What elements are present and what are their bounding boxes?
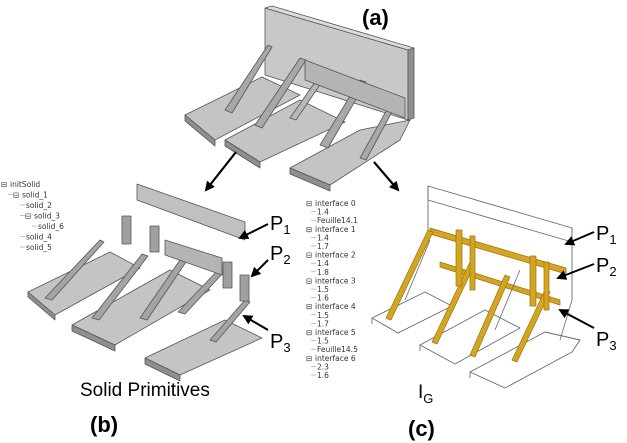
wire-mid-plate [419,309,521,365]
callout-c-p3: P3 [596,329,617,353]
solid-tree-view: ⊟initSolid⊟solid_1solid_2⊟solid_3solid_6… [1,180,64,252]
tree-node-label[interactable]: solid_4 [26,233,52,242]
callout-b-p3: P3 [270,331,291,355]
panel-label-c: (c) [408,416,435,441]
arrow-a-to-c [373,161,400,192]
primitive-block-1 [121,215,132,245]
callout-b-p2-arrow [250,259,269,278]
tree-node-label[interactable]: interface 0 [315,199,356,208]
tree-node-label[interactable]: 1.5 [317,311,329,320]
tree-node-label[interactable]: interface 4 [315,302,356,311]
tree-node-label[interactable]: 1.8 [317,268,329,277]
primitive-rib-2 [91,253,149,321]
tree-node-label[interactable]: solid_6 [38,222,64,231]
primitive-cross-wall [164,239,223,276]
tree-toggle-icon[interactable]: ⊟ [306,354,312,363]
tree-toggle-icon[interactable]: ⊟ [306,225,312,234]
tree-node-label[interactable]: solid_1 [22,191,48,200]
tree-node-label[interactable]: interface 2 [315,251,356,260]
tree-node-label[interactable]: 1.7 [317,242,329,251]
tree-node-label[interactable]: 1.7 [317,319,329,328]
tree-node-label[interactable]: interface 5 [315,328,356,337]
tree-node-label[interactable]: 1.5 [317,285,329,294]
tree-node-label[interactable]: 1.5 [317,337,329,346]
primitive-block-3 [222,261,233,289]
tree-node-label[interactable]: 1.4 [317,259,329,268]
tree-node-label[interactable]: Feuille14.1 [317,216,358,225]
callout-c-p1: P1 [596,223,617,247]
interface-post-3 [529,255,537,307]
tree-toggle-icon[interactable]: ⊟ [306,328,312,337]
panel-label-b: (b) [90,412,118,437]
arrow-a-to-b [204,151,237,192]
caption-interface-graph: IG [418,382,433,406]
tree-node-label[interactable]: Feuille14.5 [317,345,358,354]
tree-toggle-icon[interactable]: ⊟ [13,191,19,200]
primitive-back-wall [136,183,246,241]
back-wall-side [407,47,415,121]
callout-b-p1-arrow [238,223,269,239]
base-left-side [184,114,216,147]
tree-node-label[interactable]: initSolid [10,180,40,189]
tree-toggle-icon[interactable]: ⊟ [306,276,312,285]
tree-node-label[interactable]: 1.6 [317,371,329,380]
tree-node-label[interactable]: solid_5 [26,243,52,252]
tree-node-label[interactable]: interface 1 [315,225,356,234]
primitive-block-4 [239,274,250,302]
primitive-right-plate-side [144,357,181,382]
caption-solid-primitives: Solid Primitives [80,380,210,401]
callout-b-p3-arrow [242,314,269,331]
solid-primitives-b [27,183,263,382]
interface-rib-3 [469,274,511,358]
callout-c-p2-arrow [556,263,595,280]
tree-node-label[interactable]: 2.3 [317,362,329,371]
primitive-block-2 [149,225,160,253]
tree-node-label[interactable]: 1.6 [317,294,329,303]
primitive-rib-1 [44,239,105,301]
callout-c-p2: P2 [596,255,617,279]
interface-rib-4 [511,289,551,363]
assembled-part-a [184,5,415,192]
interface-rib-1 [385,229,434,321]
tree-node-label[interactable]: 1.4 [317,208,329,217]
tree-node-label[interactable]: interface 6 [315,354,356,363]
tree-toggle-icon[interactable]: ⊟ [306,302,312,311]
tree-toggle-icon[interactable]: ⊟ [25,212,31,221]
cross-wall [304,59,406,119]
rib-1 [224,44,273,114]
interface-post-2 [469,235,476,291]
interface-post-4 [543,261,550,311]
callout-c-p1-arrow [564,231,595,246]
tree-node-label[interactable]: solid_3 [34,212,60,221]
callout-b-p1: P1 [270,213,291,237]
interface-post-1 [455,229,463,287]
tree-node-label[interactable]: interface 3 [315,276,356,285]
primitive-left-plate-side [27,291,56,321]
panel-label-a: (a) [362,5,389,30]
tree-toggle-icon[interactable]: ⊟ [306,251,312,260]
wire-right-plate [469,331,581,389]
callout-b-p2: P2 [270,243,291,267]
base-right-side [289,167,331,192]
base-mid-side [224,139,261,169]
tree-node-label[interactable]: 1.4 [317,233,329,242]
primitive-rib-5 [209,299,251,343]
tree-toggle-icon[interactable]: ⊟ [306,199,312,208]
tree-node-label[interactable]: solid_2 [26,201,52,210]
primitive-mid-plate-side [71,324,116,352]
tree-toggle-icon[interactable]: ⊟ [1,180,7,189]
interface-graph-c [371,185,581,389]
callout-c-p3-arrow [558,309,595,329]
